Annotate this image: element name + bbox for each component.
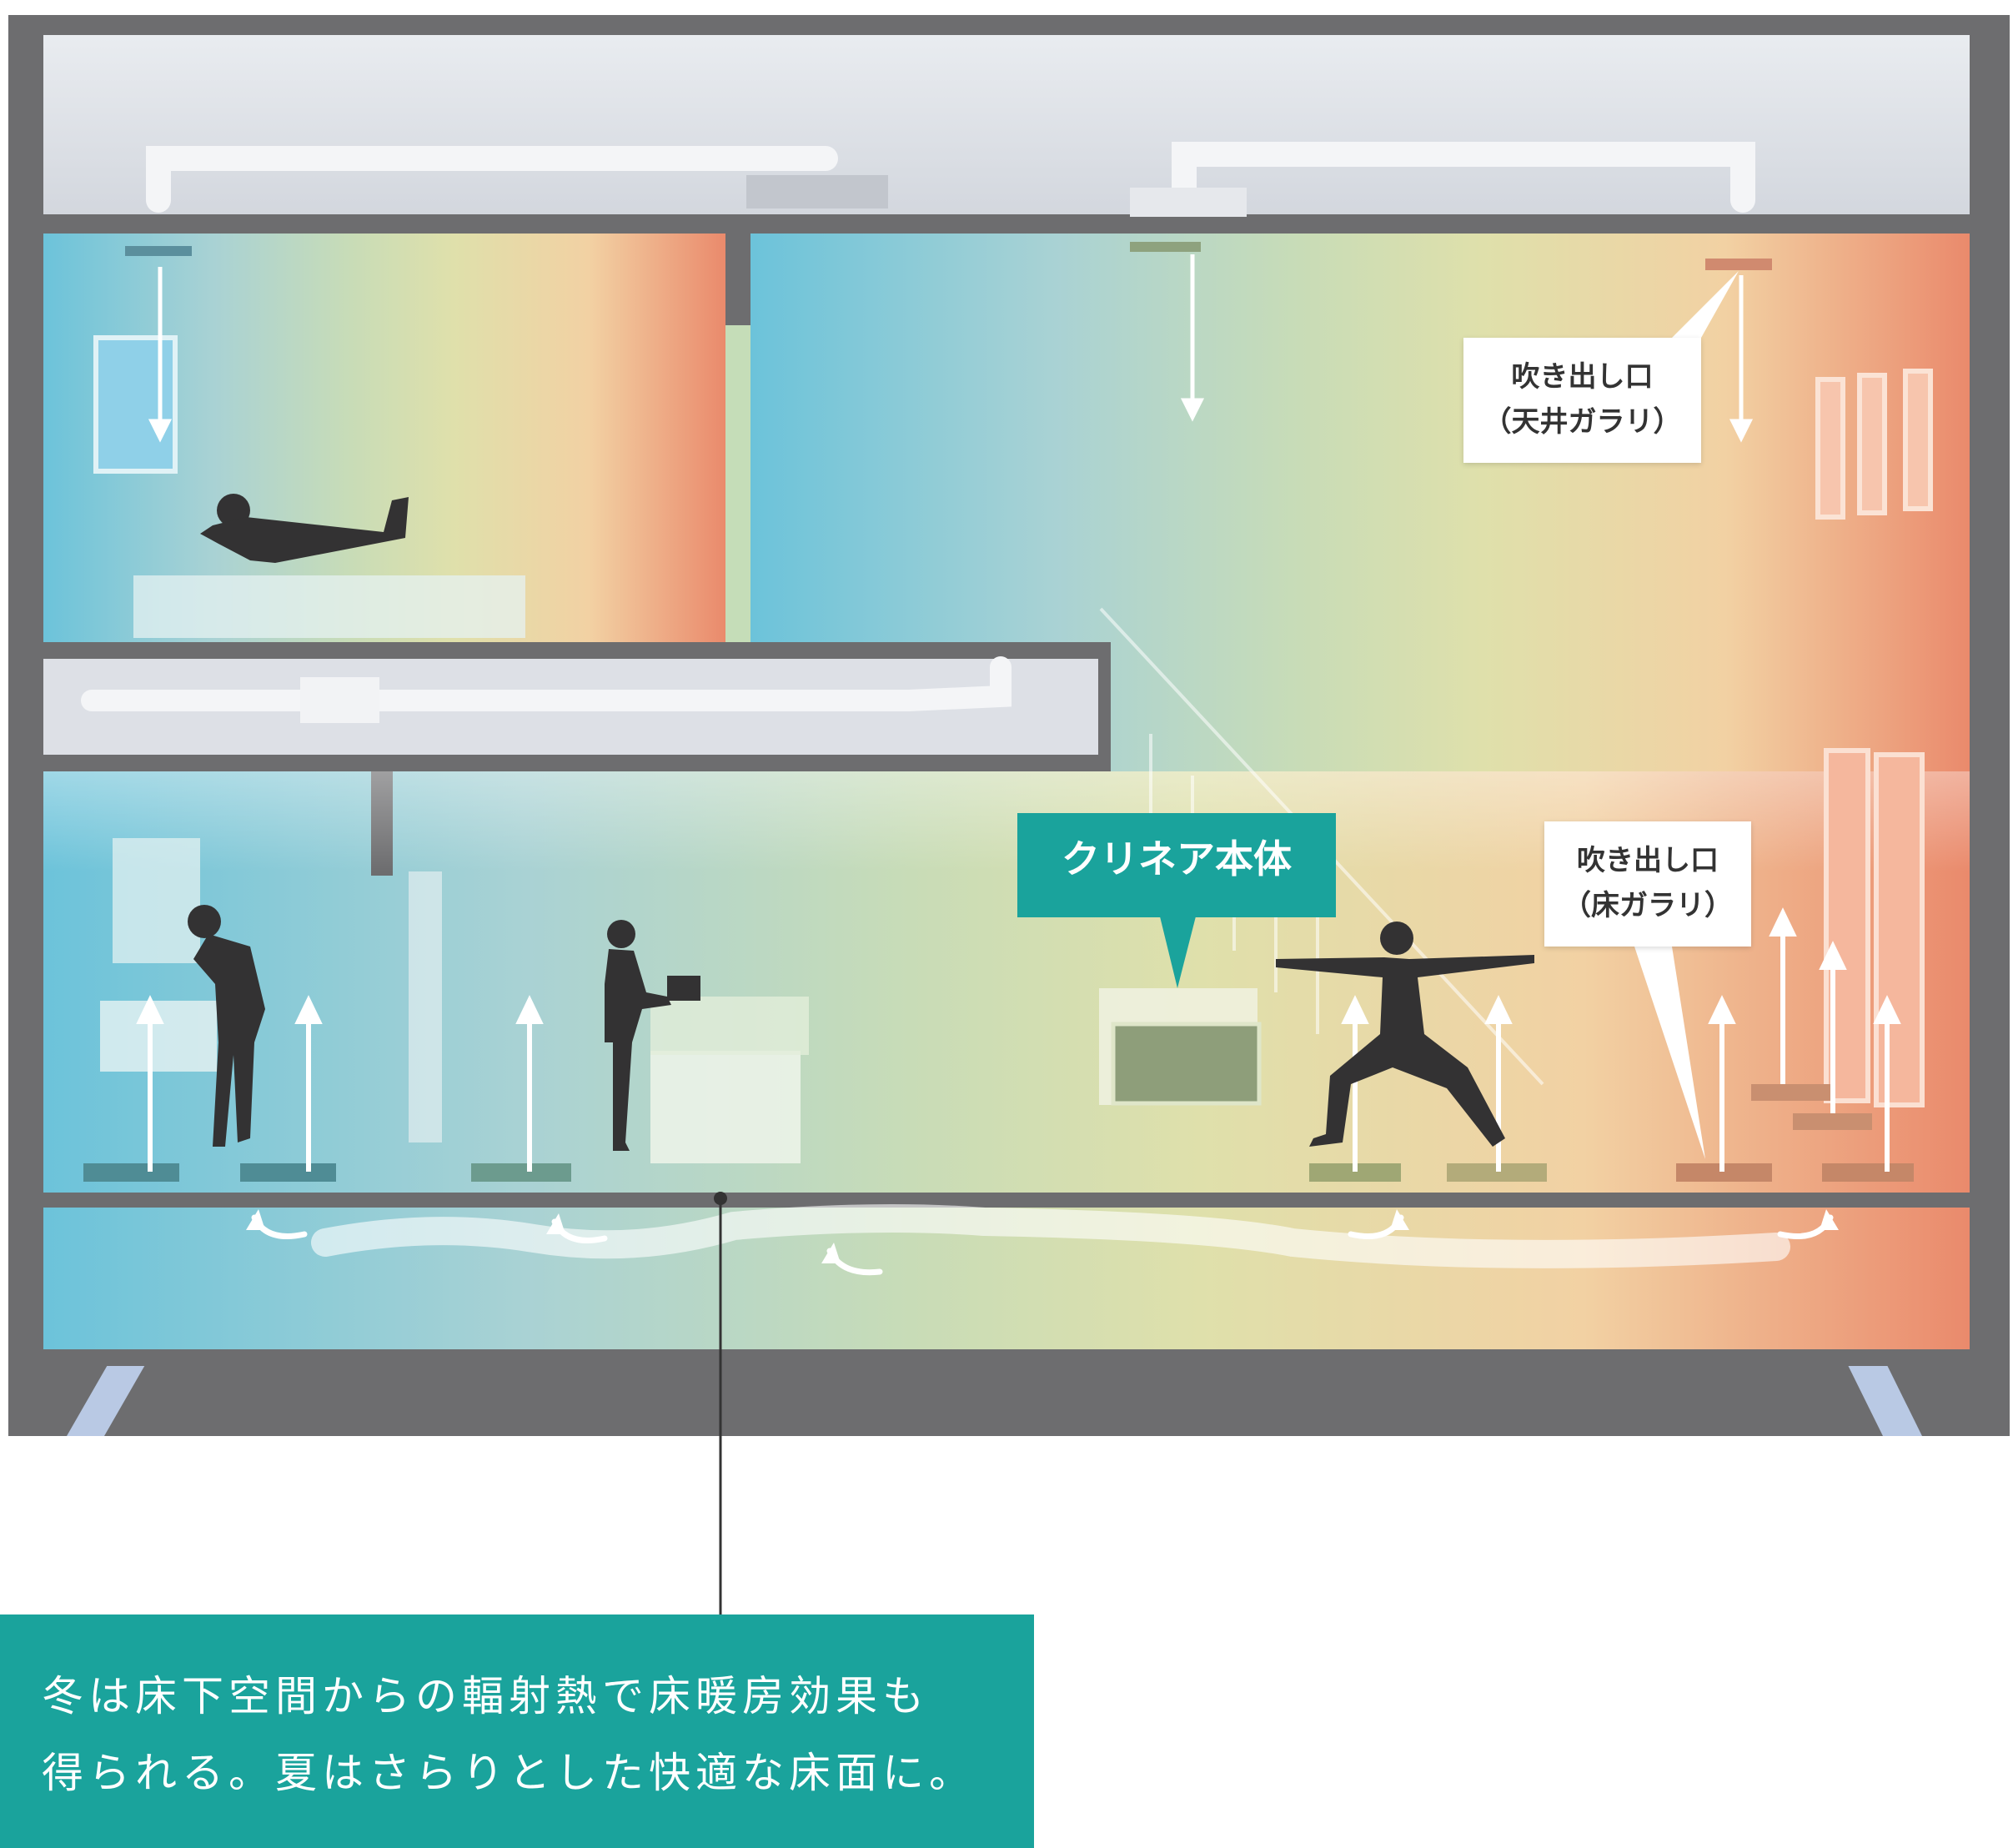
floor-slab-mid	[43, 755, 1111, 771]
washbasin-cabinet	[100, 1001, 217, 1072]
person-at-washbasin	[188, 905, 265, 1147]
clinea-unit	[1111, 1022, 1262, 1106]
ground-floor-frame-bottom	[43, 1349, 1970, 1366]
window-right-lower	[1824, 748, 1925, 1107]
foundation-right	[1847, 1363, 1922, 1436]
underfloor-airflow-arrows	[246, 1209, 1839, 1276]
ceiling-outlet-label-line1: 吹き出し口	[1511, 360, 1654, 394]
bed	[133, 575, 525, 638]
ceiling-vent-3	[1705, 259, 1772, 270]
floor-vent-callout-pointer	[1634, 947, 1705, 1159]
person-lying-on-bed	[200, 494, 409, 563]
attic-duct-box-1	[746, 175, 888, 208]
floor-slab-upper	[43, 642, 1111, 659]
caption-bg	[0, 1614, 1034, 1848]
floor-outlet-label-line1: 吹き出し口	[1577, 844, 1719, 877]
ceiling-outlet-label-line2: （天井ガラリ）	[1483, 405, 1682, 439]
unit-callout-bg	[1017, 813, 1336, 917]
ceiling-outlet-label: 吹き出し口 （天井ガラリ）	[1463, 338, 1701, 463]
ground-floor-slab	[43, 1193, 1970, 1208]
clinea-unit-label: クリネア本体	[1062, 836, 1292, 881]
caption-text: 冬は床下空間からの輻射熱で床暖房効果も 得られる。夏はさらりとした快適な床面に。	[0, 1614, 1034, 1848]
attic-space	[43, 35, 1970, 214]
floor-vents	[83, 1084, 1914, 1182]
lower-partition-wall	[409, 871, 442, 1142]
caption-line2: 得られる。夏はさらりとした快適な床面に。	[42, 1749, 976, 1797]
up-arrows	[136, 907, 1901, 1172]
attic-duct	[146, 142, 1755, 213]
kitchen-counter	[650, 1051, 801, 1163]
floor-outlet-label: 吹き出し口 （床ガラリ）	[1544, 821, 1751, 947]
mid-slab-right	[1098, 642, 1111, 771]
unit-callout-pointer	[1159, 913, 1197, 988]
attic-duct-box-2	[1130, 188, 1247, 217]
ceiling-vent-2	[1130, 242, 1201, 252]
window-bedroom	[93, 335, 178, 474]
ceiling-vent-1	[125, 246, 192, 256]
foundation-left	[67, 1363, 146, 1436]
person-doing-yoga	[1276, 921, 1534, 1147]
caption-line1: 冬は床下空間からの輻射熱で床暖房効果も	[42, 1672, 929, 1720]
underfloor-duct	[311, 1204, 1790, 1268]
ceiling-vent-callout-pointer	[1668, 271, 1739, 342]
mirror-cabinet	[113, 838, 200, 963]
floor-outlet-label-line2: （床ガラリ）	[1563, 889, 1733, 922]
mid-duct	[81, 656, 1012, 711]
upper-divider	[725, 234, 750, 325]
person-cooking	[605, 920, 700, 1151]
mid-duct-box	[300, 677, 379, 723]
upper-divider-wall	[725, 325, 750, 642]
window-right-upper	[1815, 369, 1933, 520]
down-arrows	[148, 254, 1754, 443]
kitchen-counter-top	[650, 997, 809, 1055]
